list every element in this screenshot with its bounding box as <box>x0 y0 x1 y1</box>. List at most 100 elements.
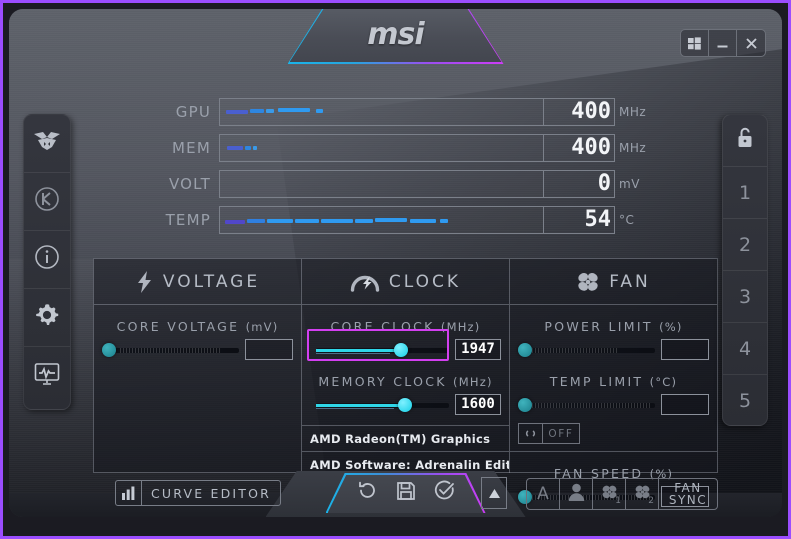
readout-unit-gpu: MHz <box>619 105 647 119</box>
windows-button[interactable] <box>681 30 709 56</box>
fan-2-button[interactable]: 2 <box>626 479 659 509</box>
fan-sync-line2: SYNC <box>668 493 708 507</box>
memory-clock-input[interactable]: 1600 <box>455 394 501 415</box>
action-deck <box>325 473 486 513</box>
readout-graph-gpu <box>219 98 543 126</box>
power-limit-label-text: POWER LIMIT <box>544 319 653 334</box>
left-sidebar <box>23 114 71 410</box>
temp-limit-unit: (°C) <box>649 375 678 389</box>
memory-clock-slider[interactable] <box>310 396 449 414</box>
profile-2-button[interactable]: 2 <box>723 219 767 271</box>
readout-row-gpu: GPU 400 MHz <box>157 97 657 127</box>
link-limits-toggle[interactable]: OFF <box>518 423 580 444</box>
info-icon <box>34 244 60 275</box>
unlock-profiles-button[interactable] <box>723 115 767 167</box>
title-bar: msi <box>9 9 782 75</box>
core-voltage-slider[interactable] <box>102 341 239 359</box>
column-clock: CORE CLOCK (MHz) 1947 MEMORY CLOC <box>302 305 510 473</box>
sidebar-item-kombustor[interactable] <box>24 173 70 231</box>
memory-clock-label-text: MEMORY CLOCK <box>318 374 447 389</box>
core-clock-row: 1947 <box>302 339 509 360</box>
power-limit-unit: (%) <box>659 320 683 334</box>
power-limit-slider[interactable] <box>518 341 655 359</box>
close-button[interactable] <box>737 30 765 56</box>
save-button[interactable] <box>396 481 416 506</box>
memory-clock-unit: (MHz) <box>453 375 493 389</box>
power-limit-input[interactable] <box>661 339 709 360</box>
readout-row-mem: MEM 400 MHz <box>157 133 657 163</box>
curve-editor-button[interactable]: CURVE EDITOR <box>115 480 282 506</box>
readout-value-gpu: 400 <box>543 98 615 126</box>
profile-5-button[interactable]: 5 <box>738 390 752 412</box>
fan-1-index: 1 <box>615 496 621 506</box>
sidebar-item-monitoring[interactable] <box>24 347 70 405</box>
screenshot-inner: msi <box>3 3 788 536</box>
fan-2-index: 2 <box>648 496 654 506</box>
link-toggle-state: OFF <box>548 427 574 440</box>
msi-brand-text: msi <box>367 17 424 52</box>
profile-3-button[interactable]: 3 <box>723 271 767 323</box>
core-voltage-label: CORE VOLTAGE (mV) <box>94 319 301 334</box>
sidebar-item-info[interactable] <box>24 231 70 289</box>
power-limit-label: POWER LIMIT (%) <box>510 319 717 334</box>
minimize-button[interactable] <box>709 30 737 56</box>
core-voltage-unit: (mV) <box>245 320 279 334</box>
readout-label-volt: VOLT <box>168 175 211 193</box>
readout-label-gpu: GPU <box>175 103 211 121</box>
tab-clock[interactable]: CLOCK <box>302 259 510 304</box>
unlock-padlock-icon <box>735 126 755 155</box>
column-fan: POWER LIMIT (%) TEMP LIMIT (°C) <box>510 305 717 507</box>
core-clock-unit: (MHz) <box>440 320 481 334</box>
core-clock-input[interactable]: 1947 <box>455 339 501 360</box>
window-controls <box>680 29 766 57</box>
tab-fan-label: FAN <box>609 271 651 292</box>
tab-voltage[interactable]: VOLTAGE <box>94 259 302 304</box>
readout-label-temp: TEMP <box>165 211 211 229</box>
msi-dragon-icon <box>33 130 61 157</box>
memory-clock-label: MEMORY CLOCK (MHz) <box>302 374 509 389</box>
profile-sidebar: 1 2 3 4 5 <box>722 114 768 426</box>
apply-button[interactable] <box>434 480 455 506</box>
msi-afterburner-window: msi <box>9 9 782 517</box>
tab-clock-label: CLOCK <box>388 271 462 292</box>
profile-1-button[interactable]: 1 <box>723 167 767 219</box>
readout-row-temp: TEMP 54 °C <box>157 205 657 235</box>
readout-value-volt: 0 <box>543 170 615 198</box>
readout-graph-mem <box>219 134 543 162</box>
temp-limit-slider[interactable] <box>518 396 655 414</box>
fan-sync-button[interactable]: FAN SYNC <box>659 479 717 509</box>
temp-limit-label: TEMP LIMIT (°C) <box>510 374 717 389</box>
readout-graph-volt <box>219 170 543 198</box>
readout-graph-temp <box>219 206 543 234</box>
memory-clock-row: 1600 <box>302 394 509 415</box>
core-clock-label: CORE CLOCK (MHz) <box>302 319 509 334</box>
readout-unit-mem: MHz <box>619 141 647 155</box>
temp-limit-input[interactable] <box>661 394 709 415</box>
temp-limit-row <box>510 394 717 415</box>
core-voltage-label-text: CORE VOLTAGE <box>116 319 240 334</box>
curve-editor-label: CURVE EDITOR <box>151 485 272 501</box>
user-fan-button[interactable] <box>560 479 593 509</box>
kombustor-k-icon <box>34 186 60 217</box>
deck-actions <box>326 473 486 513</box>
monitoring-icon <box>33 361 61 392</box>
expand-button[interactable] <box>481 477 507 509</box>
fan-1-button[interactable]: 1 <box>593 479 626 509</box>
monitor-readouts: GPU 400 MHz MEM 400 M <box>157 97 657 241</box>
reset-button[interactable] <box>357 480 378 506</box>
core-voltage-row <box>94 339 301 360</box>
fan-icon <box>576 271 600 293</box>
readout-unit-volt: mV <box>619 177 640 191</box>
msi-logo-plate: msi <box>287 9 504 64</box>
power-limit-row <box>510 339 717 360</box>
auto-fan-button[interactable]: A <box>527 479 560 509</box>
sidebar-item-settings[interactable] <box>24 289 70 347</box>
settings-gear-icon <box>33 301 61 334</box>
core-clock-slider[interactable] <box>310 341 449 359</box>
core-voltage-input[interactable] <box>245 339 293 360</box>
panel-columns: CORE VOLTAGE (mV) CO <box>94 305 717 507</box>
tab-fan[interactable]: FAN <box>510 259 717 304</box>
sidebar-item-msi-dragon[interactable] <box>24 115 70 173</box>
profile-4-button[interactable]: 4 <box>723 323 767 375</box>
